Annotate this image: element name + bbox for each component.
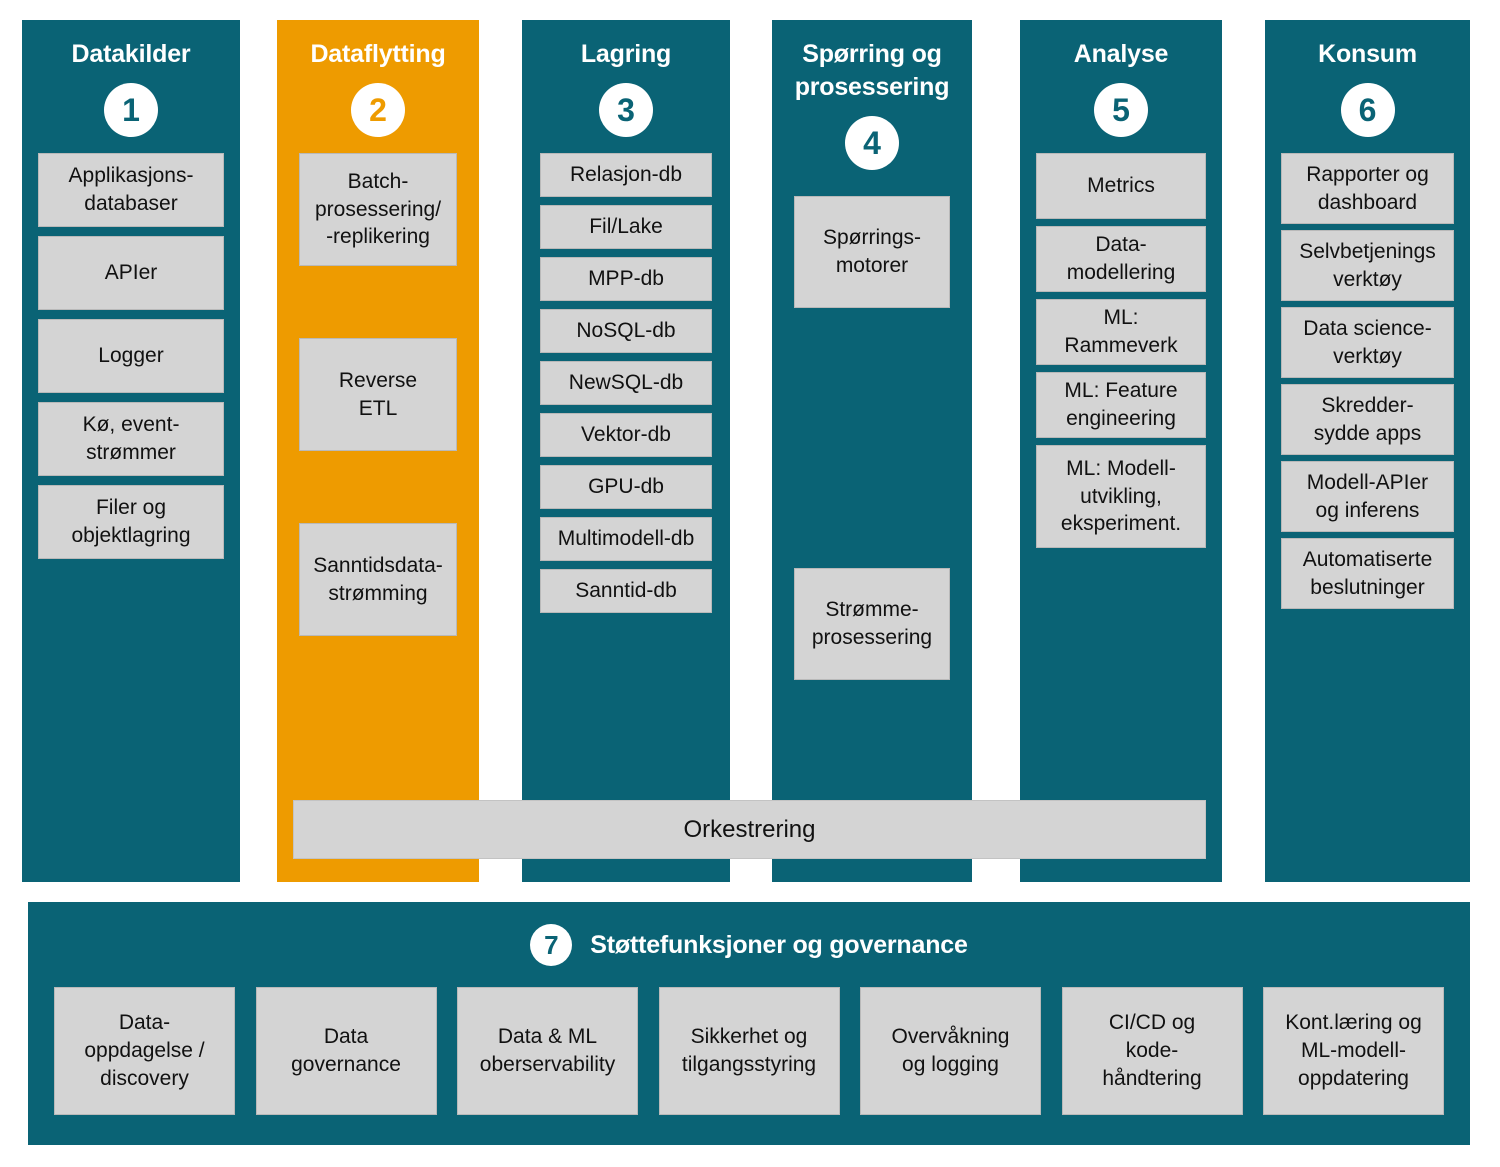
support-header: 7 Støttefunksjoner og governance: [28, 902, 1470, 966]
column-number-1: 1: [104, 83, 158, 137]
item-box[interactable]: Skredder-sydde apps: [1281, 384, 1454, 455]
column-items-sporring-og-prosessering: Spørrings-motorer Strømme-prosessering: [772, 196, 972, 680]
column-title-lagring: Lagring: [580, 40, 672, 68]
column-number-3: 3: [599, 83, 653, 137]
item-box[interactable]: Sanntid-db: [540, 569, 712, 613]
column-items-analyse: Metrics Data-modellering ML:Rammeverk ML…: [1020, 153, 1222, 548]
column-number-4: 4: [845, 116, 899, 170]
pipeline-column-datakilder[interactable]: Datakilder 1 Applikasjons-databaser APIe…: [22, 20, 240, 882]
pipeline-column-dataflytting[interactable]: Dataflytting 2 Batch-prosessering/-repli…: [277, 20, 479, 882]
pipeline-columns: Datakilder 1 Applikasjons-databaser APIe…: [22, 20, 1470, 882]
support-functions-panel: 7 Støttefunksjoner og governance Data-op…: [28, 902, 1470, 1145]
column-number-2: 2: [351, 83, 405, 137]
item-box[interactable]: Metrics: [1036, 153, 1206, 219]
column-number-6: 6: [1340, 83, 1395, 137]
column-number-5: 5: [1094, 83, 1148, 137]
item-box[interactable]: Applikasjons-databaser: [38, 153, 224, 227]
column-title-dataflytting: Dataflytting: [310, 40, 446, 68]
item-box[interactable]: Relasjon-db: [540, 153, 712, 197]
item-box[interactable]: Batch-prosessering/-replikering: [299, 153, 457, 266]
column-items-datakilder: Applikasjons-databaser APIer Logger Kø, …: [22, 153, 240, 559]
item-box[interactable]: Fil/Lake: [540, 205, 712, 249]
pipeline-column-lagring[interactable]: Lagring 3 Relasjon-db Fil/Lake MPP-db No…: [522, 20, 730, 882]
item-box[interactable]: Kø, event-strømmer: [38, 402, 224, 476]
item-box[interactable]: Vektor-db: [540, 413, 712, 457]
pipeline-column-analyse[interactable]: Analyse 5 Metrics Data-modellering ML:Ra…: [1020, 20, 1222, 882]
item-box[interactable]: Data science-verktøy: [1281, 307, 1454, 378]
orchestration-bar[interactable]: Orkestrering: [293, 800, 1206, 859]
item-box[interactable]: APIer: [38, 236, 224, 310]
column-title-konsum: Konsum: [1318, 40, 1417, 68]
support-box[interactable]: Data-oppdagelse /discovery: [54, 987, 235, 1115]
item-box[interactable]: NewSQL-db: [540, 361, 712, 405]
column-title-datakilder: Datakilder: [71, 40, 191, 68]
item-box[interactable]: NoSQL-db: [540, 309, 712, 353]
item-box[interactable]: MPP-db: [540, 257, 712, 301]
item-box[interactable]: Strømme-prosessering: [794, 568, 950, 680]
item-box[interactable]: ML: Modell-utvikling,eksperiment.: [1036, 445, 1206, 548]
item-box[interactable]: ML:Rammeverk: [1036, 299, 1206, 365]
column-title-analyse: Analyse: [1073, 40, 1169, 68]
item-box[interactable]: Sanntidsdata-strømming: [299, 523, 457, 636]
item-box[interactable]: Data-modellering: [1036, 226, 1206, 292]
support-title: Støttefunksjoner og governance: [590, 930, 968, 959]
item-box[interactable]: Logger: [38, 319, 224, 393]
item-box[interactable]: Multimodell-db: [540, 517, 712, 561]
item-box[interactable]: GPU-db: [540, 465, 712, 509]
column-items-lagring: Relasjon-db Fil/Lake MPP-db NoSQL-db New…: [522, 153, 730, 613]
item-box[interactable]: Spørrings-motorer: [794, 196, 950, 308]
column-number-7: 7: [530, 924, 573, 966]
